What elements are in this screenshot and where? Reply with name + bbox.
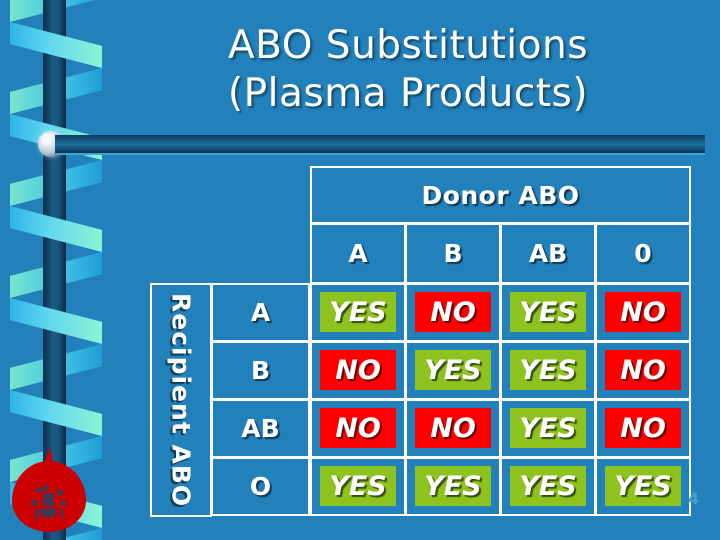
- title-divider-hairline: [55, 153, 705, 155]
- recipient-row-header-B: B: [211, 341, 310, 400]
- blood-drop-logo-icon: [12, 447, 86, 532]
- title-line-1: ABO Substitutions: [227, 23, 589, 68]
- page-title: ABO Substitutions (Plasma Products): [118, 22, 698, 118]
- compatibility-value-A-AB: YES: [510, 292, 586, 332]
- pole-segment: [43, 68, 66, 114]
- recipient-row-header-AB: AB: [211, 399, 310, 458]
- compatibility-value-B-B: YES: [415, 350, 491, 390]
- compatibility-value-A-A: YES: [320, 292, 396, 332]
- compatibility-value-AB-B: NO: [415, 408, 491, 448]
- donor-column-header-A: A: [310, 223, 406, 284]
- title-divider-bar: [55, 135, 705, 153]
- compatibility-value-O-0: YES: [605, 466, 681, 506]
- recipient-group-header: Recipient ABO: [150, 283, 212, 517]
- donor-column-header-AB: AB: [500, 223, 596, 284]
- pole-segment: [43, 0, 66, 22]
- compatibility-value-O-B: YES: [415, 466, 491, 506]
- donor-column-header-0: 0: [595, 223, 691, 284]
- blood-drop-emblem: [31, 483, 67, 519]
- compatibility-value-B-0: NO: [605, 350, 681, 390]
- spiral-ribbon-decoration: [0, 0, 112, 540]
- recipient-row-header-O: O: [211, 457, 310, 516]
- compatibility-value-AB-AB: YES: [510, 408, 586, 448]
- compatibility-value-AB-0: NO: [605, 408, 681, 448]
- compatibility-value-O-A: YES: [320, 466, 396, 506]
- compatibility-value-A-B: NO: [415, 292, 491, 332]
- compatibility-value-AB-A: NO: [320, 408, 396, 448]
- compatibility-value-B-AB: YES: [510, 350, 586, 390]
- title-line-2: (Plasma Products): [227, 71, 589, 116]
- pole-segment: [43, 344, 66, 390]
- compatibility-value-B-A: NO: [320, 350, 396, 390]
- page-number: 4: [688, 489, 700, 508]
- pole-segment: [43, 252, 66, 298]
- compatibility-value-A-0: NO: [605, 292, 681, 332]
- matrix-cell-O-0: [595, 457, 691, 516]
- donor-column-header-B: B: [405, 223, 501, 284]
- donor-group-header: Donor ABO: [310, 166, 691, 224]
- compatibility-value-O-AB: YES: [510, 466, 586, 506]
- pole-segment: [43, 160, 66, 206]
- recipient-row-header-A: A: [211, 283, 310, 342]
